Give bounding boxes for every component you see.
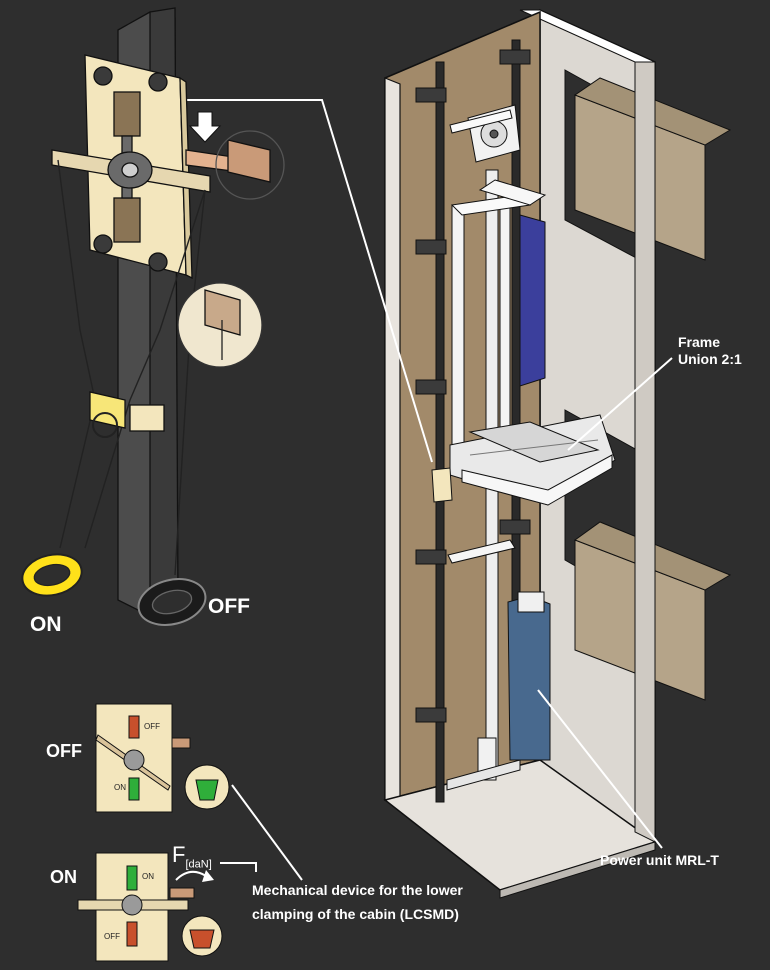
- on-handle: [21, 553, 83, 597]
- panel-off-label: OFF: [46, 741, 82, 761]
- frame-label-line1: Frame: [678, 334, 721, 350]
- handle-off-label: OFF: [208, 595, 250, 618]
- panel-on-label: ON: [50, 867, 77, 887]
- mini-on-top-tag: ON: [142, 872, 154, 881]
- device-label-line2: clamping of the cabin (LCSMD): [252, 906, 459, 922]
- mini-off-bottom-tag: OFF: [104, 932, 120, 941]
- frame-label-line2: Union 2:1: [678, 351, 742, 367]
- mini-panel-on: [77, 852, 223, 962]
- force-symbol: F: [172, 842, 186, 867]
- handle-on-label: ON: [30, 613, 62, 636]
- guide-rails: [415, 39, 531, 803]
- power-unit: [507, 591, 551, 761]
- clamp-device-detail: [21, 7, 285, 626]
- off-handle: [137, 578, 207, 626]
- mini-on-tag: ON: [114, 783, 126, 792]
- power-unit-label: Power unit MRL-T: [600, 852, 719, 868]
- device-label-line1: Mechanical device for the lower: [252, 882, 463, 898]
- lift-frame: [431, 104, 616, 791]
- mini-panel-off: [95, 703, 230, 813]
- callout-lines: [185, 99, 673, 881]
- down-arrow-icon: [188, 111, 222, 143]
- force-label: F[daN]: [172, 842, 212, 870]
- mini-off-tag: OFF: [144, 722, 160, 731]
- force-unit: [daN]: [185, 858, 212, 871]
